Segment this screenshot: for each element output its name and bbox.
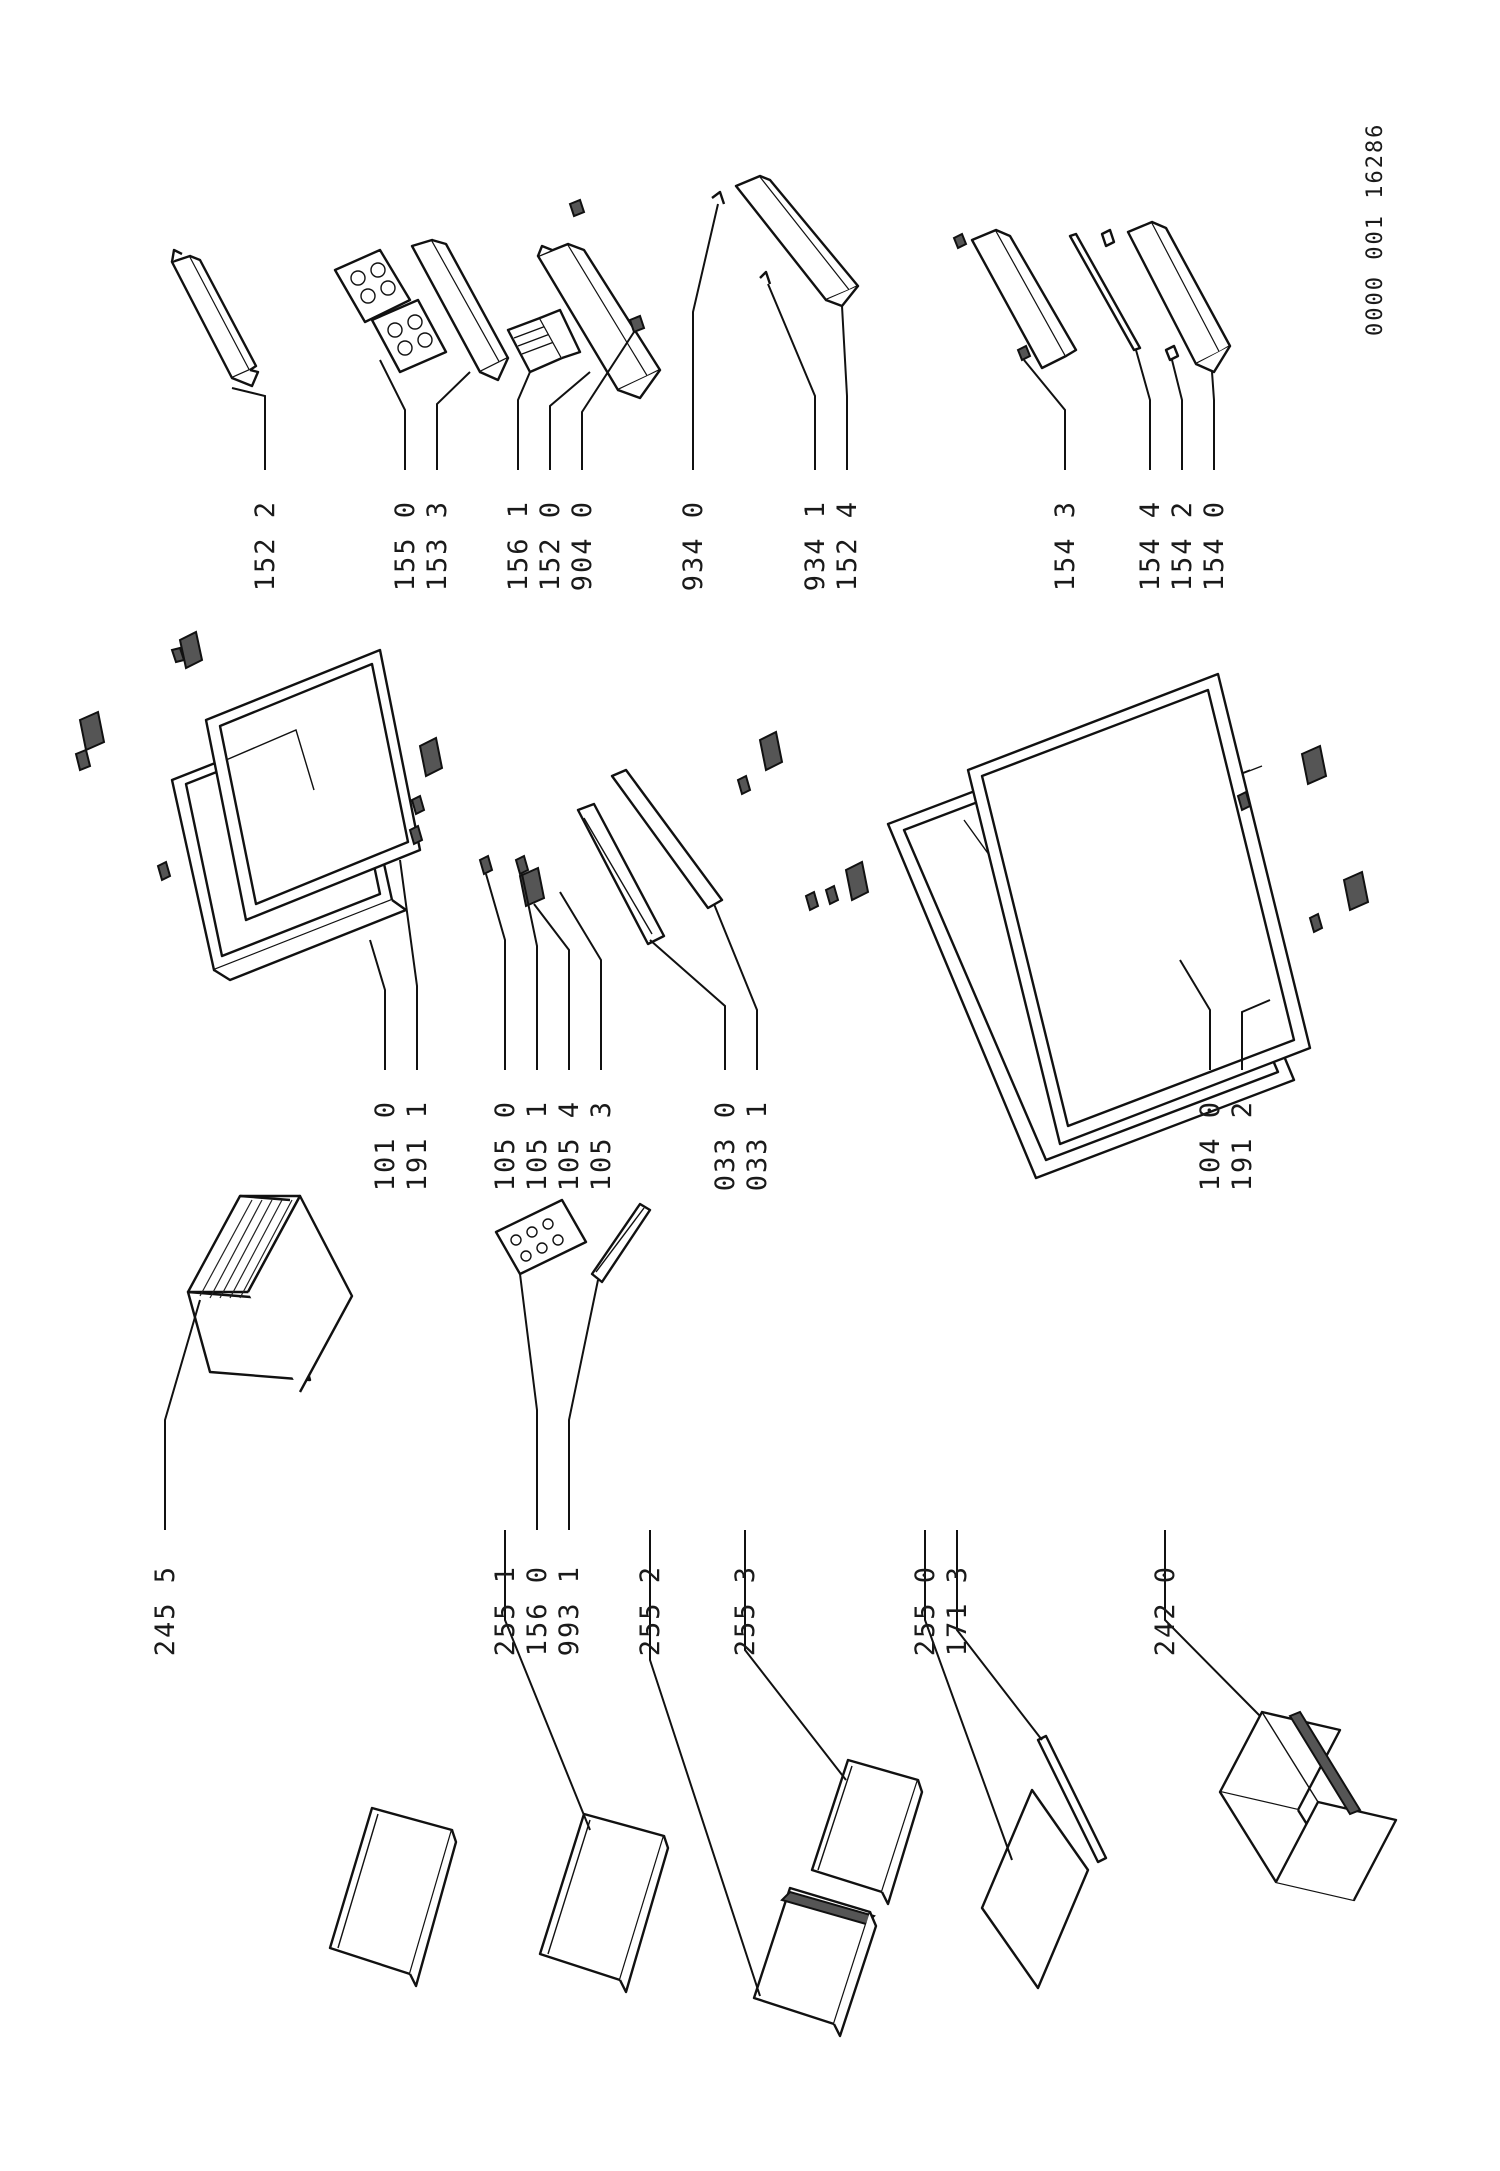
part-156-0-egg-tray-freezer [494,1198,588,1276]
part-154-2-clip [1164,344,1180,362]
part-154-0-door-shelf-lower [1126,220,1232,374]
part-154-3-shelf-cover [952,228,1078,370]
part-label-255-2: 255 2 [635,1565,666,1656]
part-label-171-3: 171 3 [942,1565,973,1656]
part-105-hinge-set-upper [74,630,444,882]
part-label-033-1: 033 1 [742,1100,773,1191]
part-154-4-shelf-rail [1068,228,1142,352]
part-hinge-lower-door [1236,744,1370,934]
part-label-105-4: 105 4 [554,1100,585,1191]
part-label-152-0: 152 0 [535,500,566,591]
part-255-3-shelf-small [810,1758,924,1906]
part-label-152-2: 152 2 [250,500,281,591]
part-label-156-0: 156 0 [522,1565,553,1656]
part-255-2-shelf-split [752,1886,878,2038]
part-label-255-1: 255 1 [490,1565,521,1656]
part-label-904-0: 904 0 [567,500,598,591]
part-191-1-upper-door-gasket [204,648,422,922]
part-152-4-door-shelf-bottle [734,174,860,308]
part-label-152-4: 152 4 [832,500,863,591]
part-934-0-hinge-pin [711,190,772,285]
part-155-0-egg-tray [333,248,448,374]
part-label-156-1: 156 1 [503,500,534,591]
part-033-0-trim-strip [576,768,724,946]
part-152-2-door-shelf [170,248,260,388]
part-191-2-lower-door-gasket [966,672,1312,1146]
part-label-191-1: 191 1 [402,1100,433,1191]
part-993-1-ice-tray [590,1202,652,1284]
part-label-105-1: 105 1 [522,1100,553,1191]
part-152-0-door-shelf-large [536,242,662,400]
part-156-1-butter-box [506,308,582,374]
part-245-5-drawer-box [186,1194,354,1393]
part-label-934-0: 934 0 [678,500,709,591]
drawing-reference: 0000 001 16286 [1363,123,1388,336]
part-label-934-1: 934 1 [800,500,831,591]
leader-lines [164,203,1271,1997]
part-label-104-0: 104 0 [1195,1100,1226,1191]
part-242-0-crisper-drawer [1218,1710,1398,1902]
part-255-1-shelf [538,1812,670,1994]
part-label-154-2: 154 2 [1167,500,1198,591]
part-label-242-0: 242 0 [1150,1565,1181,1656]
part-255-shelf-top [328,1806,458,1988]
part-label-245-5: 245 5 [150,1565,181,1656]
part-label-154-0: 154 0 [1199,500,1230,591]
part-label-105-3: 105 3 [586,1100,617,1191]
part-255-0-glass-shelf [980,1788,1090,1990]
part-label-255-0: 255 0 [910,1565,941,1656]
part-label-101-0: 101 0 [370,1100,401,1191]
part-label-154-3: 154 3 [1050,500,1081,591]
part-label-155-0: 155 0 [390,500,421,591]
part-label-033-0: 033 0 [710,1100,741,1191]
part-label-105-0: 105 0 [490,1100,521,1191]
part-label-993-1: 993 1 [554,1565,585,1656]
part-label-153-3: 153 3 [422,500,453,591]
part-904-0-screw [568,198,646,334]
part-label-191-2: 191 2 [1227,1100,1258,1191]
part-105-hinge-parts-mid [478,854,546,908]
part-label-255-3: 255 3 [730,1565,761,1656]
part-105-hinge-set-lower [736,730,870,912]
part-153-3-door-shelf [410,238,510,382]
part-171-3-shelf-trim [1036,1734,1108,1864]
part-label-154-4: 154 4 [1135,500,1166,591]
